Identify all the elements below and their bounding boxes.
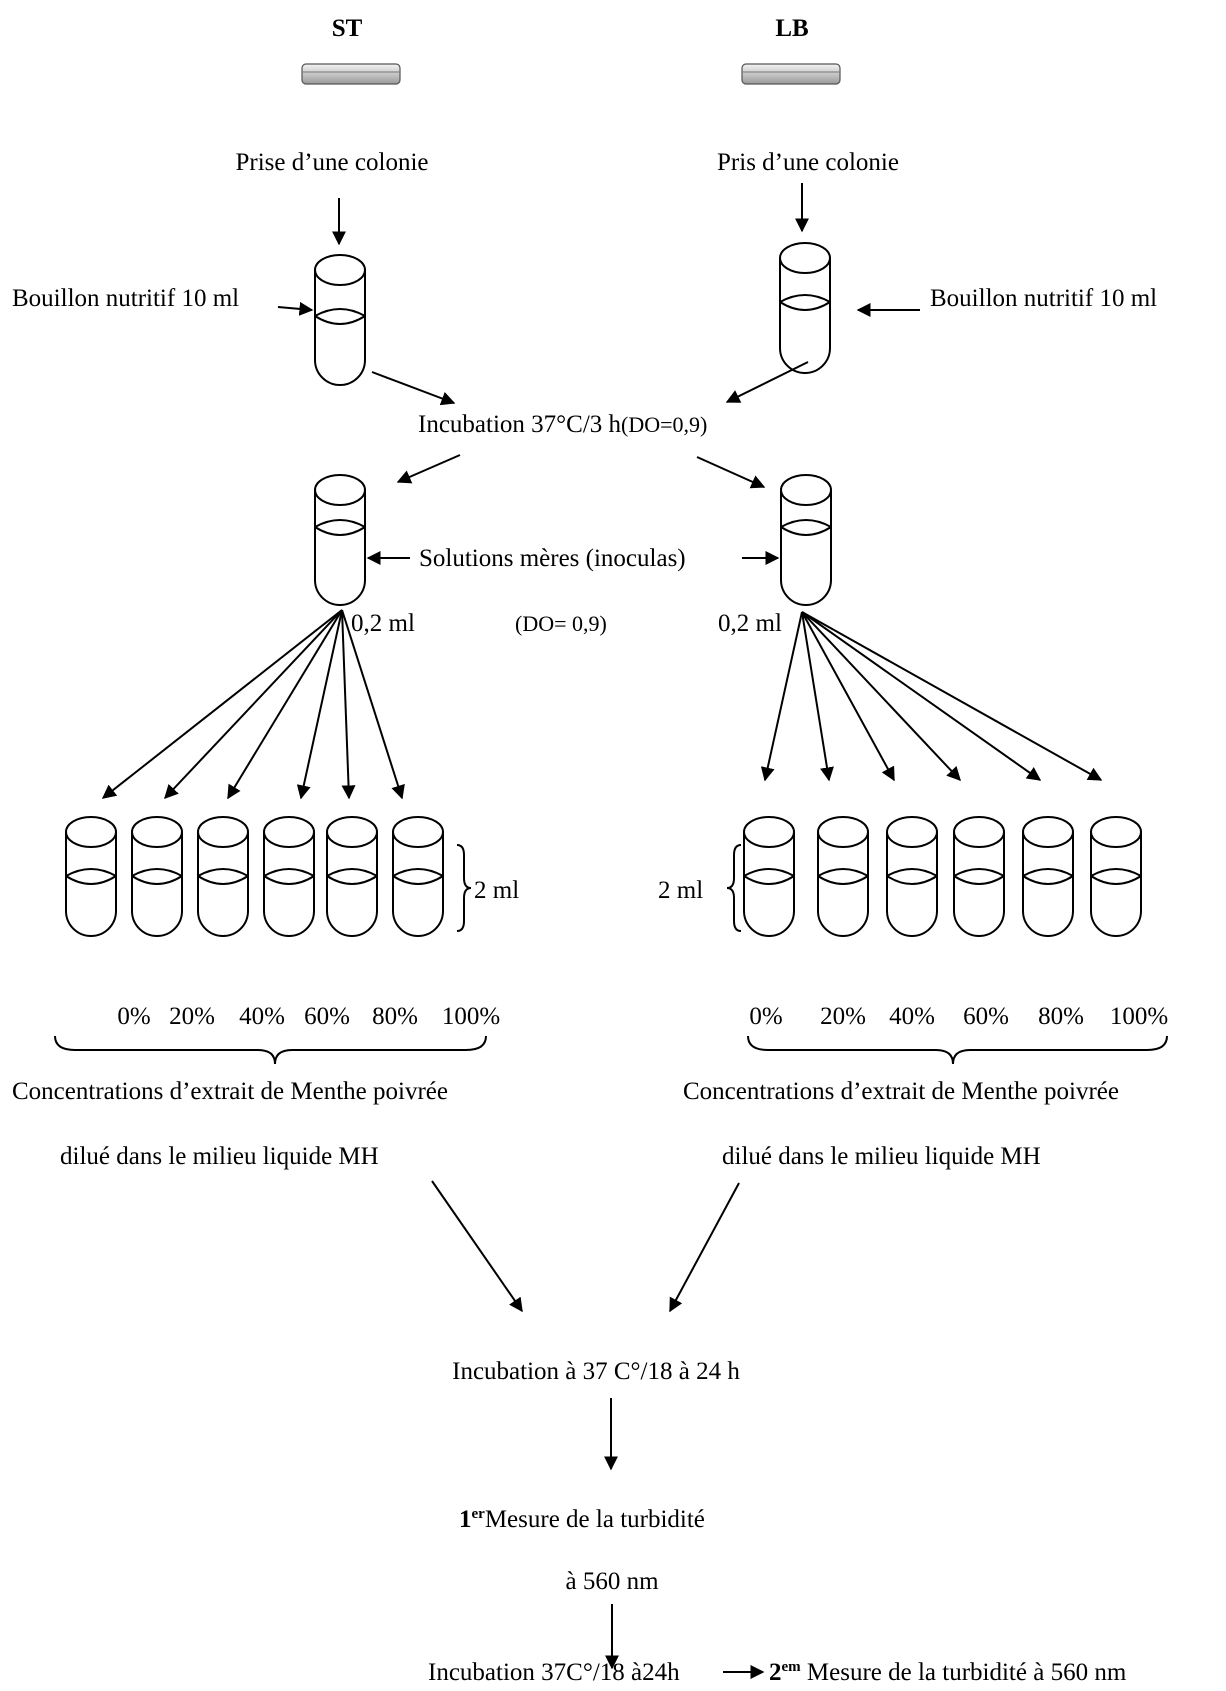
concentration-label: 60% <box>963 1003 1009 1030</box>
colony-pick-left: Prise d’une colonie <box>235 149 428 176</box>
concentration-brace-icon <box>54 1035 487 1065</box>
inoculum-volume-right: 0,2 ml <box>718 610 782 637</box>
test-tube-icon <box>817 816 869 937</box>
dilution-tubes-left <box>65 816 444 937</box>
test-tube-icon <box>1022 816 1074 937</box>
concentration-caption-right-line1: Concentrations d’extrait de Menthe poivr… <box>683 1078 1119 1105</box>
test-tube-icon <box>263 816 315 937</box>
tube-volume-left: 2 ml <box>474 877 519 904</box>
concentration-label: 80% <box>372 1003 418 1030</box>
test-tube-icon <box>392 816 444 937</box>
concentration-label: 20% <box>820 1003 866 1030</box>
broth-label-right: Bouillon nutritif 10 ml <box>930 285 1157 312</box>
tube-volume-right: 2 ml <box>658 877 703 904</box>
strain-label-st: ST <box>332 15 363 42</box>
test-tube-icon <box>314 474 366 606</box>
test-tube-icon <box>131 816 183 937</box>
incubation-step-1: Incubation 37°C/3 h(DO=0,9) <box>418 411 707 438</box>
volume-brace-icon <box>456 844 472 932</box>
test-tube-icon <box>326 816 378 937</box>
concentration-caption-left-line2: dilué dans le milieu liquide MH <box>60 1143 379 1170</box>
turbidity-measure-1: 1erMesure de la turbidité <box>459 1506 705 1533</box>
test-tube-icon <box>1090 816 1142 937</box>
concentration-label: 40% <box>889 1003 935 1030</box>
test-tube-icon <box>780 474 832 606</box>
concentration-label: 100% <box>1110 1003 1168 1030</box>
concentration-label: 40% <box>239 1003 285 1030</box>
test-tube-icon <box>314 254 366 386</box>
concentration-caption-left-line1: Concentrations d’extrait de Menthe poivr… <box>12 1078 448 1105</box>
stock-solutions-label: Solutions mères (inoculas) <box>419 545 686 572</box>
incubation-step-3: Incubation 37C°/18 à24h <box>428 1659 680 1686</box>
test-tube-icon <box>886 816 938 937</box>
test-tube-icon <box>779 242 831 374</box>
concentration-label: 0% <box>749 1003 782 1030</box>
concentration-label: 20% <box>169 1003 215 1030</box>
test-tube-icon <box>197 816 249 937</box>
turbidity-measure-2: 2em Mesure de la turbidité à 560 nm <box>769 1659 1127 1686</box>
inoculum-volume-left: 0,2 ml <box>351 610 415 637</box>
concentration-brace-icon <box>747 1035 1168 1065</box>
turbidity-wavelength-1: à 560 nm <box>565 1568 659 1595</box>
petri-dish-icon <box>301 63 401 85</box>
test-tube-icon <box>953 816 1005 937</box>
concentration-label: 100% <box>442 1003 500 1030</box>
incubation-step-2: Incubation à 37 C°/18 à 24 h <box>452 1358 740 1385</box>
test-tube-icon <box>65 816 117 937</box>
strain-label-lb: LB <box>775 15 808 42</box>
test-tube-icon <box>743 816 795 937</box>
dispatch-arrows-left <box>101 609 405 800</box>
broth-label-left: Bouillon nutritif 10 ml <box>12 285 239 312</box>
dilution-tubes-right <box>743 816 1142 937</box>
petri-dish-icon <box>741 63 841 85</box>
concentration-label: 60% <box>304 1003 350 1030</box>
dispatch-arrows-right <box>760 611 1103 782</box>
volume-brace-icon <box>726 844 742 932</box>
concentration-caption-right-line2: dilué dans le milieu liquide MH <box>722 1143 1041 1170</box>
colony-pick-right: Pris d’une colonie <box>717 149 899 176</box>
optical-density-label: (DO= 0,9) <box>515 611 607 636</box>
concentration-label: 80% <box>1038 1003 1084 1030</box>
concentration-label: 0% <box>117 1003 150 1030</box>
